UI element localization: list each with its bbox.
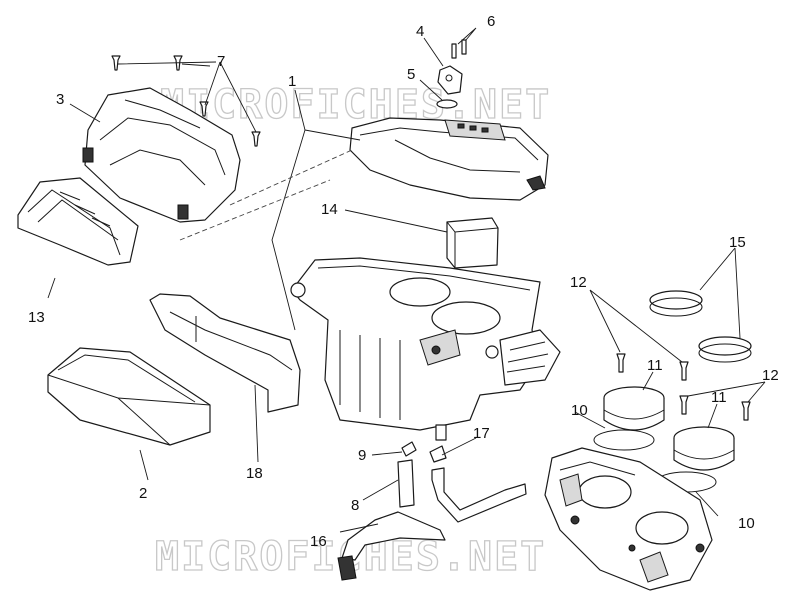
part-18-cover <box>149 293 301 413</box>
part-15-rings <box>649 290 752 363</box>
label-part-8: 8 <box>351 497 359 514</box>
label-part-5: 5 <box>407 66 415 83</box>
part-17-clamp <box>429 445 447 463</box>
part-1-airbox-lid <box>349 117 549 201</box>
label-part-17: 17 <box>473 425 490 442</box>
part-12-screws <box>616 353 751 421</box>
label-part-14: 14 <box>321 201 338 218</box>
label-part-11-right: 11 <box>711 389 727 406</box>
part-number-labels: 1 2 3 4 5 6 7 8 9 10 10 11 11 12 12 13 1… <box>28 13 779 550</box>
label-part-2: 2 <box>139 485 147 502</box>
part-16-drain-hose <box>337 467 527 581</box>
label-part-12-right: 12 <box>762 367 779 384</box>
part-6-screws <box>451 39 467 59</box>
label-part-16: 16 <box>310 533 327 550</box>
part-13-mesh-screen <box>17 177 139 266</box>
throttle-body <box>544 447 713 591</box>
part-7-screws <box>111 55 261 147</box>
part-14-sponge <box>446 217 499 269</box>
label-part-4: 4 <box>416 23 424 40</box>
label-part-18: 18 <box>246 465 263 482</box>
leader-lines <box>47 27 766 533</box>
label-part-1: 1 <box>288 73 296 90</box>
part-9-clamp <box>401 441 417 457</box>
label-part-7: 7 <box>217 53 225 70</box>
label-part-12-left: 12 <box>570 274 587 291</box>
label-part-10-upper: 10 <box>571 402 588 419</box>
airbox-body <box>290 257 561 441</box>
part-3-intake-duct <box>82 87 241 223</box>
label-part-10-lower: 10 <box>738 515 755 532</box>
part-2-air-filter <box>47 347 211 446</box>
label-part-9: 9 <box>358 447 366 464</box>
part-11-sleeves <box>603 386 735 471</box>
part-8-short-hose <box>397 459 415 508</box>
label-part-6: 6 <box>487 13 495 30</box>
label-part-3: 3 <box>56 91 64 108</box>
label-part-11-left: 11 <box>647 357 663 374</box>
part-4-vent-fitting <box>437 65 463 95</box>
part-5-gasket <box>436 99 458 109</box>
label-part-15: 15 <box>729 234 746 251</box>
label-part-13: 13 <box>28 309 45 326</box>
watermark-top: MICROFICHES.NET <box>160 82 551 128</box>
